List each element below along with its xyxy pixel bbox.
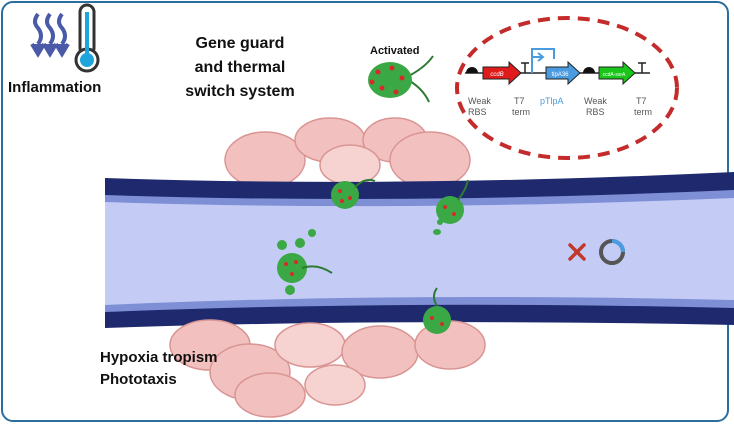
part-label: T7 [514, 96, 525, 106]
part-label: RBS [586, 107, 605, 117]
part-label: term [634, 107, 652, 117]
part-label: T7 [636, 96, 647, 106]
gene-ccda: ccdA-ssrA [603, 72, 626, 78]
part-label: term [512, 107, 530, 117]
part-label: pTlpA [540, 96, 564, 106]
title-line-2: and thermal [195, 59, 286, 76]
genetic-circuit: ccdB tlpA36 ccdA-ssrA Weak RBS T7 term p… [465, 48, 652, 117]
activated-label: Activated [370, 45, 420, 57]
gene-ccdb: ccdB [490, 72, 503, 78]
bacteria [277, 178, 469, 334]
dashed-ellipse [455, 16, 679, 160]
phototaxis-label: Phototaxis [100, 371, 177, 388]
gene-tlpa: tlpA36 [551, 72, 569, 78]
part-label: RBS [468, 107, 487, 117]
activated-bacterium [368, 55, 434, 103]
tissue-cells-bottom [169, 319, 486, 418]
part-label: Weak [468, 96, 491, 106]
title-line-1: Gene guard [196, 35, 285, 52]
tissue-cells-top [224, 117, 471, 189]
thermometer-icon [74, 3, 100, 73]
inflammation-label: Inflammation [8, 79, 101, 96]
heat-waves-icon [30, 12, 70, 58]
title-line-3: switch system [185, 83, 294, 100]
hypoxia-label: Hypoxia tropism [100, 349, 218, 366]
cross-icon [568, 243, 586, 261]
part-label: Weak [584, 96, 607, 106]
loading-ring-icon [599, 239, 625, 265]
blood-vessel [105, 172, 734, 328]
